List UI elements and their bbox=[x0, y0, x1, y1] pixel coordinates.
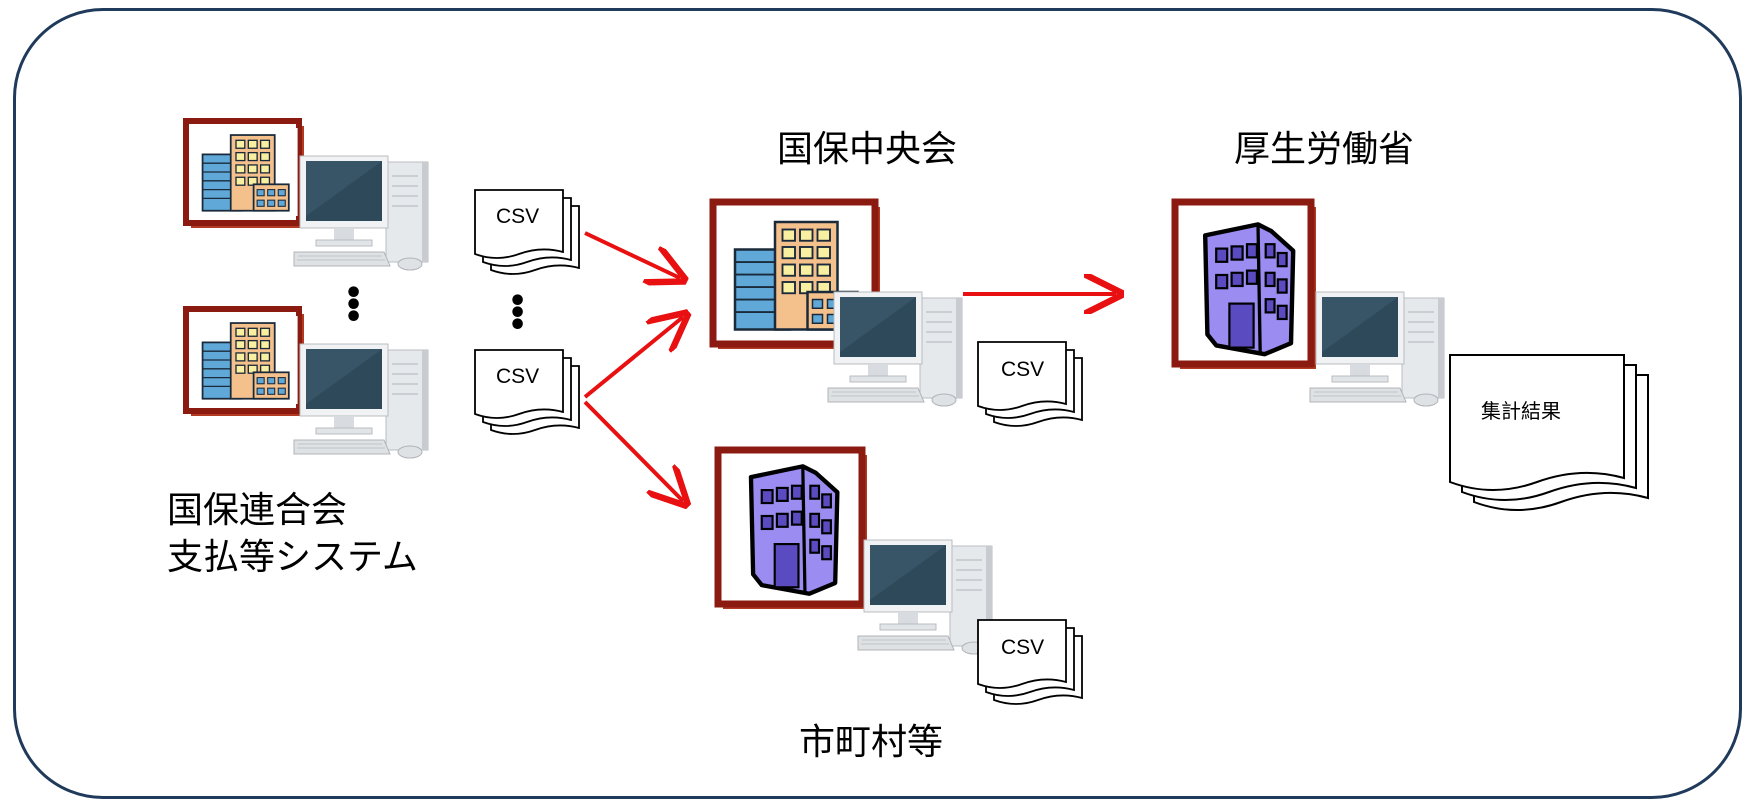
csv-doc-label-shichouson: CSV bbox=[1001, 636, 1045, 659]
result-doc-label: 集計結果 bbox=[1481, 399, 1561, 423]
csv-doc-label-top: CSV bbox=[496, 205, 540, 228]
computer-icon-chuoukai bbox=[827, 291, 963, 407]
rengoukai-label-line1: 国保連合会 bbox=[167, 490, 348, 531]
csv-doc-label-bottom: CSV bbox=[496, 365, 540, 388]
arrow-csv2-to-chuoukai bbox=[583, 317, 683, 399]
rengoukai-building-icon-top bbox=[183, 118, 304, 228]
kouseiroudoushou-building-icon bbox=[1171, 198, 1316, 369]
kouseiroudoushou-label: 厚生労働省 bbox=[1234, 129, 1415, 170]
shichouson-building-icon bbox=[714, 446, 867, 609]
rengoukai-label-line2: 支払等システム bbox=[167, 536, 418, 578]
csv-doc-label-chuoukai: CSV bbox=[1001, 358, 1045, 381]
computer-icon-rengoukai-bottom bbox=[293, 343, 429, 459]
diagram-frame bbox=[13, 8, 1742, 799]
chuoukai-label: 国保中央会 bbox=[777, 129, 958, 170]
csv-doc-icon-chuoukai bbox=[977, 341, 1083, 427]
arrow-csv-to-chuoukai bbox=[584, 231, 680, 278]
csv-doc-icon-bottom bbox=[474, 349, 580, 435]
shichouson-label: 市町村等 bbox=[799, 722, 944, 763]
csv-doc-icon-shichouson bbox=[977, 619, 1083, 705]
csv-doc-icon-top bbox=[474, 189, 580, 275]
arrow-csv2-to-shichouson bbox=[583, 400, 683, 501]
computer-icon-rengoukai-top bbox=[293, 155, 429, 271]
rengoukai-building-icon-bottom bbox=[183, 306, 304, 416]
ellipsis-csv: ••• bbox=[508, 284, 528, 343]
result-doc-icon bbox=[1449, 354, 1649, 511]
ellipsis-computers: ••• bbox=[344, 276, 364, 335]
computer-icon-shichouson bbox=[857, 539, 993, 655]
computer-icon-kouseiroudoushou bbox=[1309, 291, 1445, 407]
rengoukai-label: 国保連合会 支払等システム bbox=[167, 488, 418, 582]
